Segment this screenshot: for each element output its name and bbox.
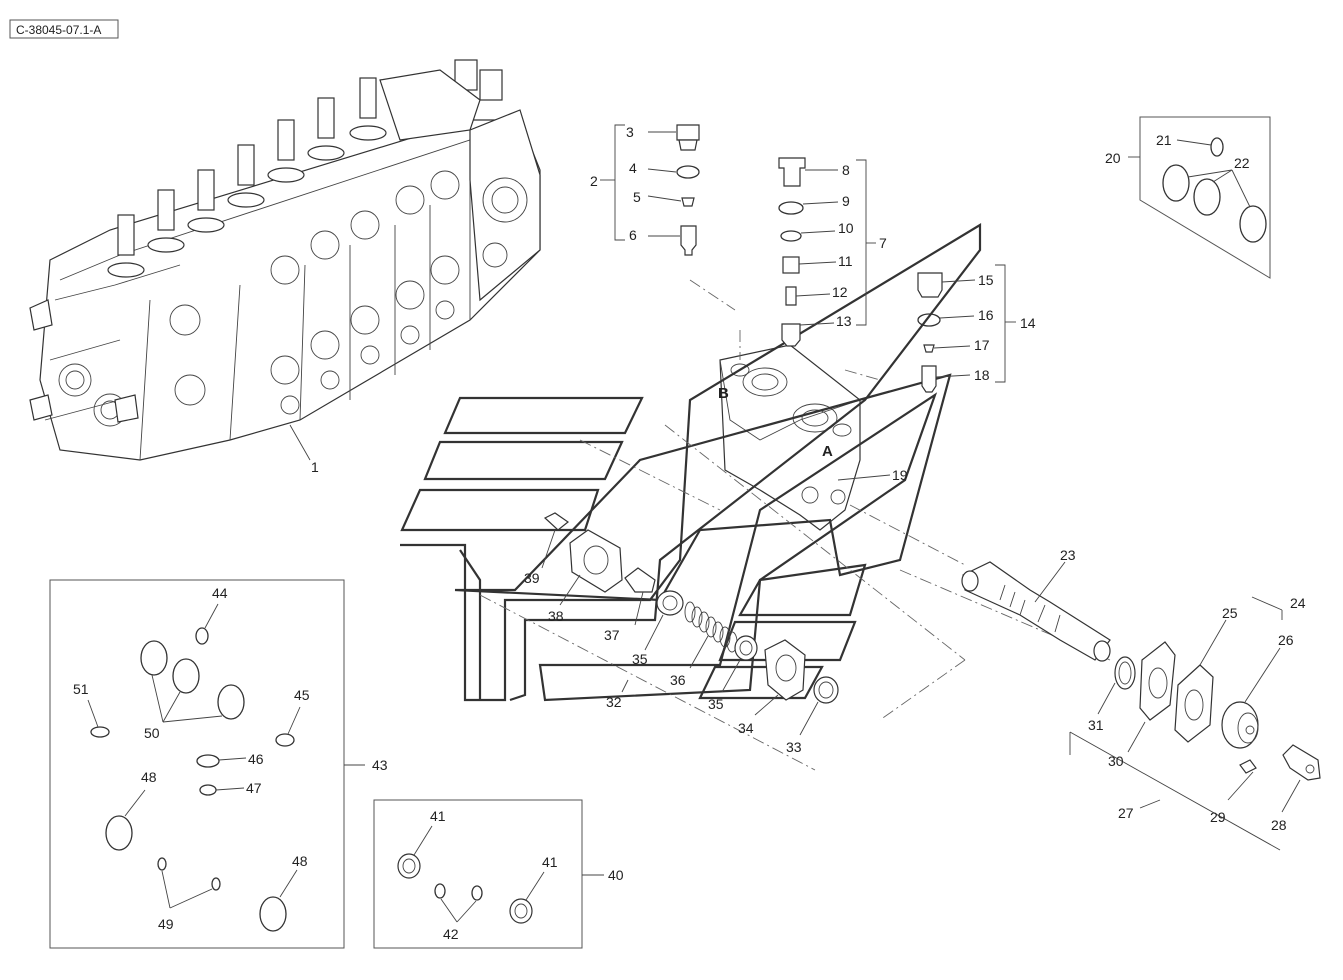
- relief-valve-group-7: 7 8 9 10 11 12 13: [778, 157, 887, 347]
- callout-51: 51: [73, 681, 89, 697]
- port-b-mark: B: [718, 385, 729, 402]
- callout-15: 15: [978, 272, 994, 288]
- callout-29: 29: [1210, 809, 1226, 825]
- callout-31: 31: [1088, 717, 1104, 733]
- callout-18: 18: [974, 367, 990, 383]
- callout-44: 44: [212, 585, 228, 601]
- callout-48b: 48: [292, 853, 308, 869]
- callout-38: 38: [548, 608, 564, 624]
- callout-41b: 41: [542, 854, 558, 870]
- callout-40: 40: [608, 867, 624, 883]
- callout-4: 4: [629, 160, 637, 176]
- relief-valve-group-2: 2 3 4 5 6: [590, 124, 700, 256]
- callout-48a: 48: [141, 769, 157, 785]
- callout-10: 10: [838, 220, 854, 236]
- valve-section-body: B A: [718, 344, 861, 531]
- port-a-mark: A: [822, 443, 833, 460]
- callout-35a: 35: [632, 651, 648, 667]
- callout-12: 12: [832, 284, 848, 300]
- reference-code: C-38045-07.1-A: [16, 23, 101, 37]
- callout-39: 39: [524, 570, 540, 586]
- spool-end-parts: 39 38 37 35 36 35: [524, 512, 839, 755]
- callout-24: 24: [1290, 595, 1306, 611]
- callout-47: 47: [246, 780, 262, 796]
- spool-23: 23: [961, 547, 1111, 662]
- valve-bank-assembly: 1: [29, 59, 541, 475]
- callout-8: 8: [842, 162, 850, 178]
- callout-23: 23: [1060, 547, 1076, 563]
- seal-kit-40: 40 41 41 42: [373, 799, 624, 949]
- callout-7: 7: [879, 235, 887, 251]
- callout-21: 21: [1156, 132, 1172, 148]
- callout-42: 42: [443, 926, 459, 942]
- assembly-axis-lines: [479, 279, 1281, 851]
- callout-34: 34: [738, 720, 754, 736]
- callout-20: 20: [1105, 150, 1121, 166]
- callout-25: 25: [1222, 605, 1238, 621]
- callout-35b: 35: [708, 696, 724, 712]
- callout-17: 17: [974, 337, 990, 353]
- callout-32: 32: [606, 694, 622, 710]
- callout-11: 11: [838, 253, 853, 269]
- cap-group-24: 24 30 25 26 31 29 28 27: [1088, 595, 1321, 833]
- seal-kit-43: 43 44 50 51 45 46 47 48: [49, 579, 388, 949]
- callout-43: 43: [372, 757, 388, 773]
- callout-37: 37: [604, 627, 620, 643]
- callout-33: 33: [786, 739, 802, 755]
- seal-kit-20: 20 21 22: [1105, 116, 1271, 279]
- callout-49: 49: [158, 916, 174, 932]
- callout-6: 6: [629, 227, 637, 243]
- callout-22: 22: [1234, 155, 1250, 171]
- callout-36: 36: [670, 672, 686, 688]
- callout-30: 30: [1108, 753, 1124, 769]
- section-gaskets: [400, 223, 982, 702]
- callout-28: 28: [1271, 817, 1287, 833]
- relief-valve-group-14: 14 15 16 17 18: [917, 264, 1036, 393]
- callout-3: 3: [626, 124, 634, 140]
- callout-14: 14: [1020, 315, 1036, 331]
- callout-1: 1: [311, 459, 319, 475]
- callout-46: 46: [248, 751, 264, 767]
- callout-19: 19: [892, 467, 908, 483]
- callout-5: 5: [633, 189, 641, 205]
- callout-41a: 41: [430, 808, 446, 824]
- callout-9: 9: [842, 193, 850, 209]
- callout-27: 27: [1118, 805, 1134, 821]
- callout-26: 26: [1278, 632, 1294, 648]
- callout-50: 50: [144, 725, 160, 741]
- callout-16: 16: [978, 307, 994, 323]
- reference-code-box: C-38045-07.1-A: [9, 19, 119, 39]
- callout-2: 2: [590, 173, 598, 189]
- callout-45: 45: [294, 687, 310, 703]
- callout-13: 13: [836, 313, 852, 329]
